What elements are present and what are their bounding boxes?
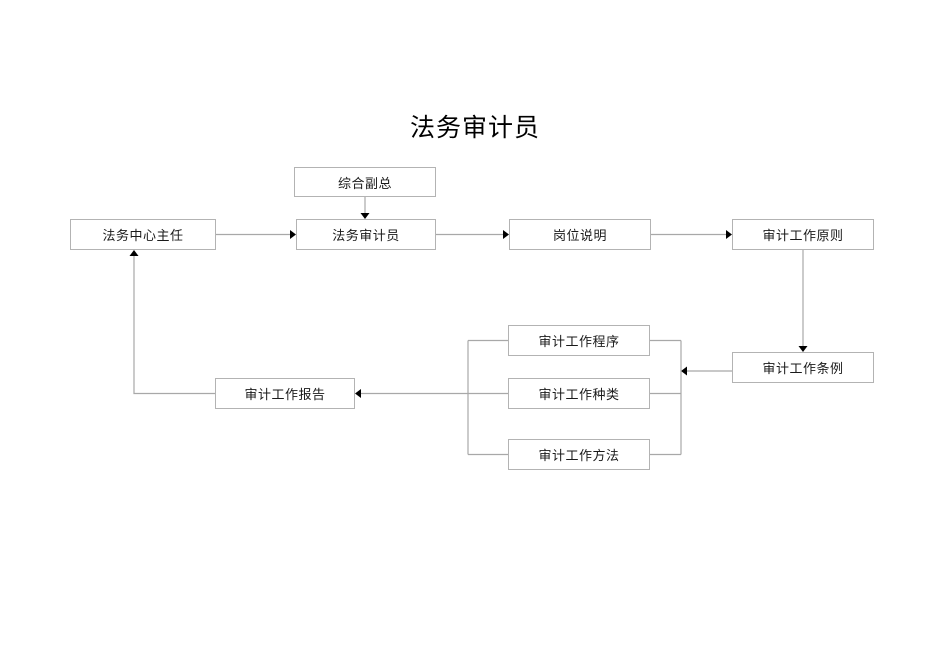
- node-label: 审计工作方法: [538, 448, 620, 463]
- arrowhead-left-report: [355, 389, 361, 398]
- page-title: 法务审计员: [409, 114, 540, 142]
- arrowhead-right-jobdesc: [503, 230, 509, 239]
- node-label: 法务审计员: [332, 228, 400, 243]
- arrowhead-down-regulations: [798, 346, 808, 352]
- arrowhead-right-principles: [726, 230, 732, 239]
- node-audit-principles[interactable]: 审计工作原则: [732, 219, 874, 250]
- node-label: 审计工作程序: [538, 334, 620, 349]
- arrowhead-up-director: [129, 250, 139, 256]
- arrowhead-down-auditor: [360, 213, 370, 219]
- node-label: 法务中心主任: [102, 228, 184, 243]
- node-label: 审计工作条例: [762, 361, 844, 376]
- node-label: 综合副总: [337, 175, 392, 191]
- edge-report-to-director: [133, 256, 215, 395]
- node-audit-types[interactable]: 审计工作种类: [508, 378, 650, 409]
- node-label: 审计工作原则: [762, 228, 844, 243]
- node-label: 岗位说明: [552, 228, 607, 243]
- node-audit-report[interactable]: 审计工作报告: [215, 378, 355, 409]
- node-general-vice-president[interactable]: 综合副总: [294, 167, 436, 197]
- node-audit-regulations[interactable]: 审计工作条例: [732, 352, 874, 383]
- node-label: 审计工作报告: [244, 387, 326, 402]
- node-legal-auditor[interactable]: 法务审计员: [296, 219, 436, 250]
- arrowhead-right-auditor: [290, 230, 296, 239]
- node-audit-methods[interactable]: 审计工作方法: [508, 439, 650, 470]
- arrowhead-left-bracket: [681, 366, 687, 376]
- node-audit-procedure[interactable]: 审计工作程序: [508, 325, 650, 356]
- node-label: 审计工作种类: [538, 387, 620, 402]
- node-job-description[interactable]: 岗位说明: [509, 219, 651, 250]
- node-fawu-center-director[interactable]: 法务中心主任: [70, 219, 216, 250]
